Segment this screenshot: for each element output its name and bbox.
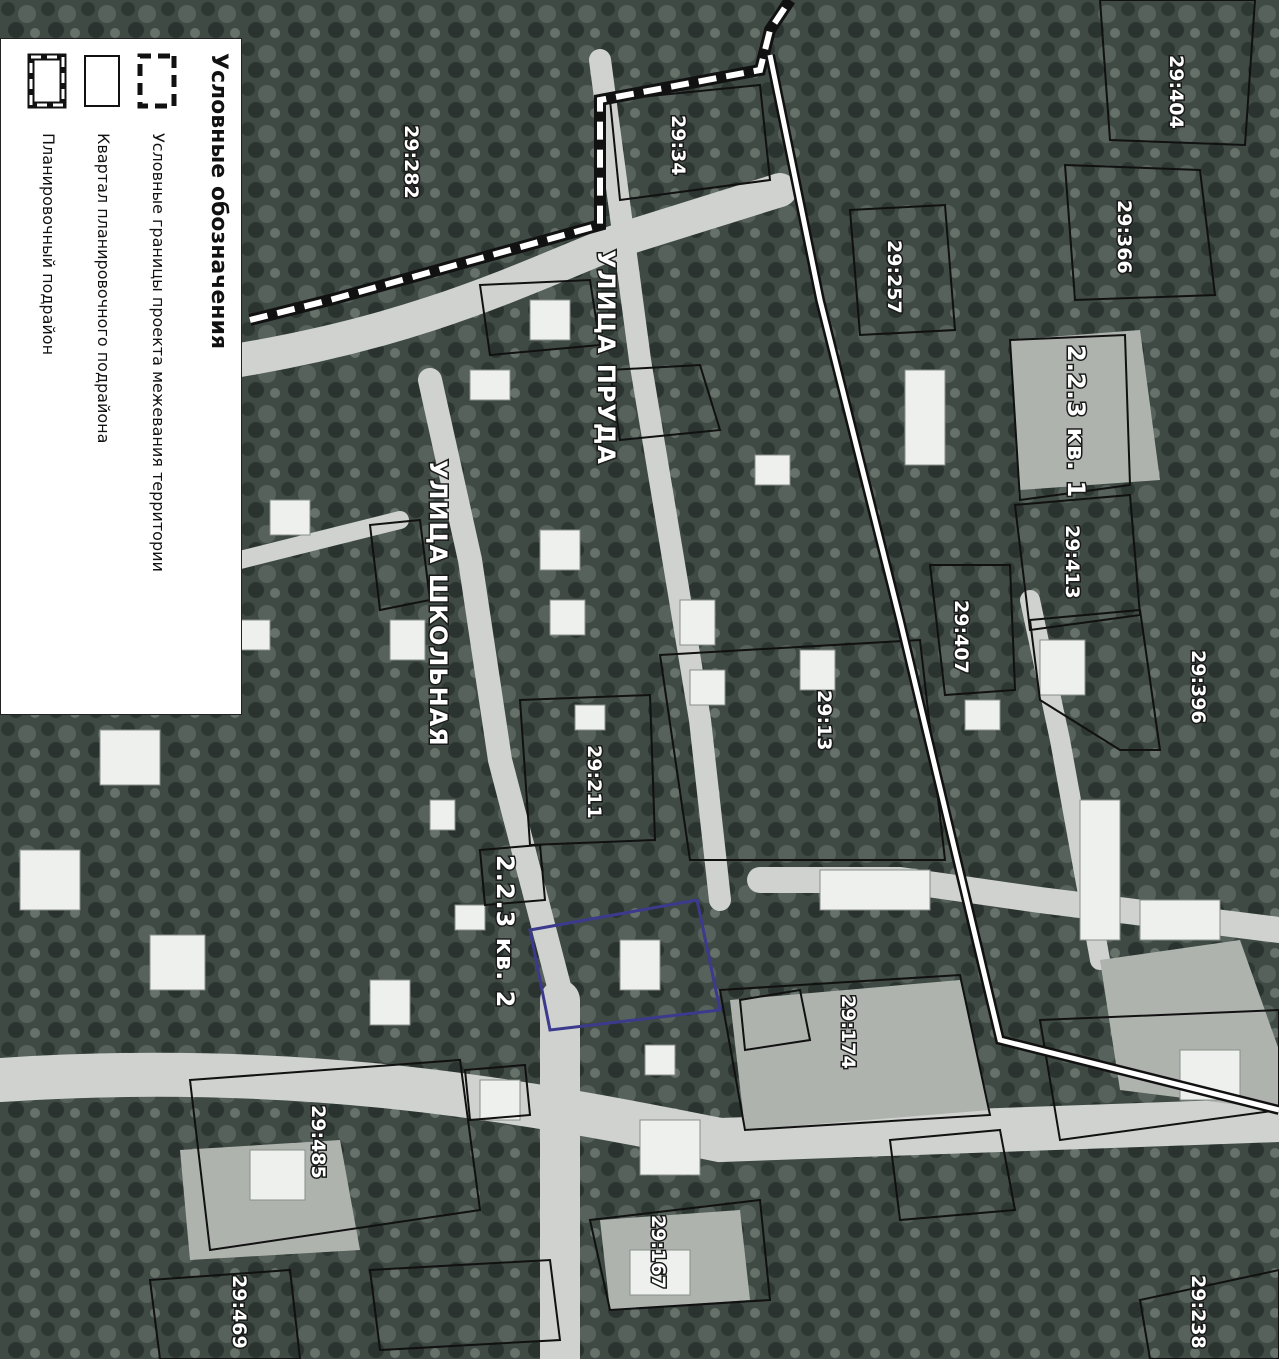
parcel-label: 29:211 bbox=[583, 745, 605, 819]
parcel-label: 29:413 bbox=[1061, 525, 1083, 599]
subdistrict-boundary-icon bbox=[27, 53, 67, 109]
legend-item-label: Планировочный подрайон bbox=[39, 133, 58, 356]
parcel-label: 29:282 bbox=[400, 125, 422, 199]
quarter-boundary-icon bbox=[84, 55, 120, 107]
parcel-labels: 29:282 29:34 29:257 29:404 29:366 29:413… bbox=[227, 54, 1211, 1351]
street-label: УЛИЦА ШКОЛЬНАЯ bbox=[424, 460, 452, 747]
parcel-boundaries bbox=[148, 0, 1279, 1359]
legend-title: Условные обозначения bbox=[206, 53, 231, 350]
quarter-boundary bbox=[765, 54, 1279, 1115]
parcel-label: 29:396 bbox=[1187, 650, 1209, 724]
project-boundary bbox=[248, 0, 795, 326]
buildings bbox=[19, 299, 1241, 1296]
dashed-boundary-icon bbox=[137, 53, 177, 109]
parcel-label: 29:34 bbox=[667, 115, 689, 175]
parcel-label: 29:407 bbox=[950, 600, 972, 674]
parcel-label: 29:485 bbox=[307, 1105, 329, 1179]
parcel-label: 29:174 bbox=[837, 995, 859, 1069]
selected-parcel[interactable] bbox=[528, 898, 722, 1032]
legend-item-project-boundary: Условные границы проекта межевания терри… bbox=[131, 53, 181, 703]
quarter-label: 2.2.3 кв. 2 bbox=[491, 855, 519, 1008]
street-labels: УЛИЦА ПРУДА УЛИЦА ШКОЛЬНАЯ bbox=[423, 249, 622, 749]
legend-item-subdistrict: Планировочный подрайон bbox=[21, 53, 71, 703]
street-label: УЛИЦА ПРУДА bbox=[592, 250, 620, 465]
parcel-label: 29:366 bbox=[1113, 200, 1135, 274]
parcel-label: 29:13 bbox=[813, 690, 835, 750]
parcel-label: 29:167 bbox=[647, 1215, 669, 1289]
legend-item-label: Условные границы проекта межевания терри… bbox=[149, 133, 168, 572]
parcel-label: 29:469 bbox=[228, 1275, 250, 1349]
quarter-labels: 2.2.3 кв. 1 2.2.3 кв. 2 bbox=[490, 344, 1092, 1010]
legend-item-quarter: Квартал планировочного подрайона bbox=[76, 53, 126, 703]
legend: Условные обозначения Условные границы пр… bbox=[0, 38, 242, 715]
open-lots bbox=[180, 330, 1279, 1310]
parcel-label: 29:257 bbox=[883, 240, 905, 314]
legend-item-label: Квартал планировочного подрайона bbox=[94, 133, 113, 444]
quarter-label: 2.2.3 кв. 1 bbox=[1062, 345, 1090, 498]
parcel-label: 29:238 bbox=[1187, 1275, 1209, 1349]
parcel-label: 29:404 bbox=[1165, 55, 1187, 129]
